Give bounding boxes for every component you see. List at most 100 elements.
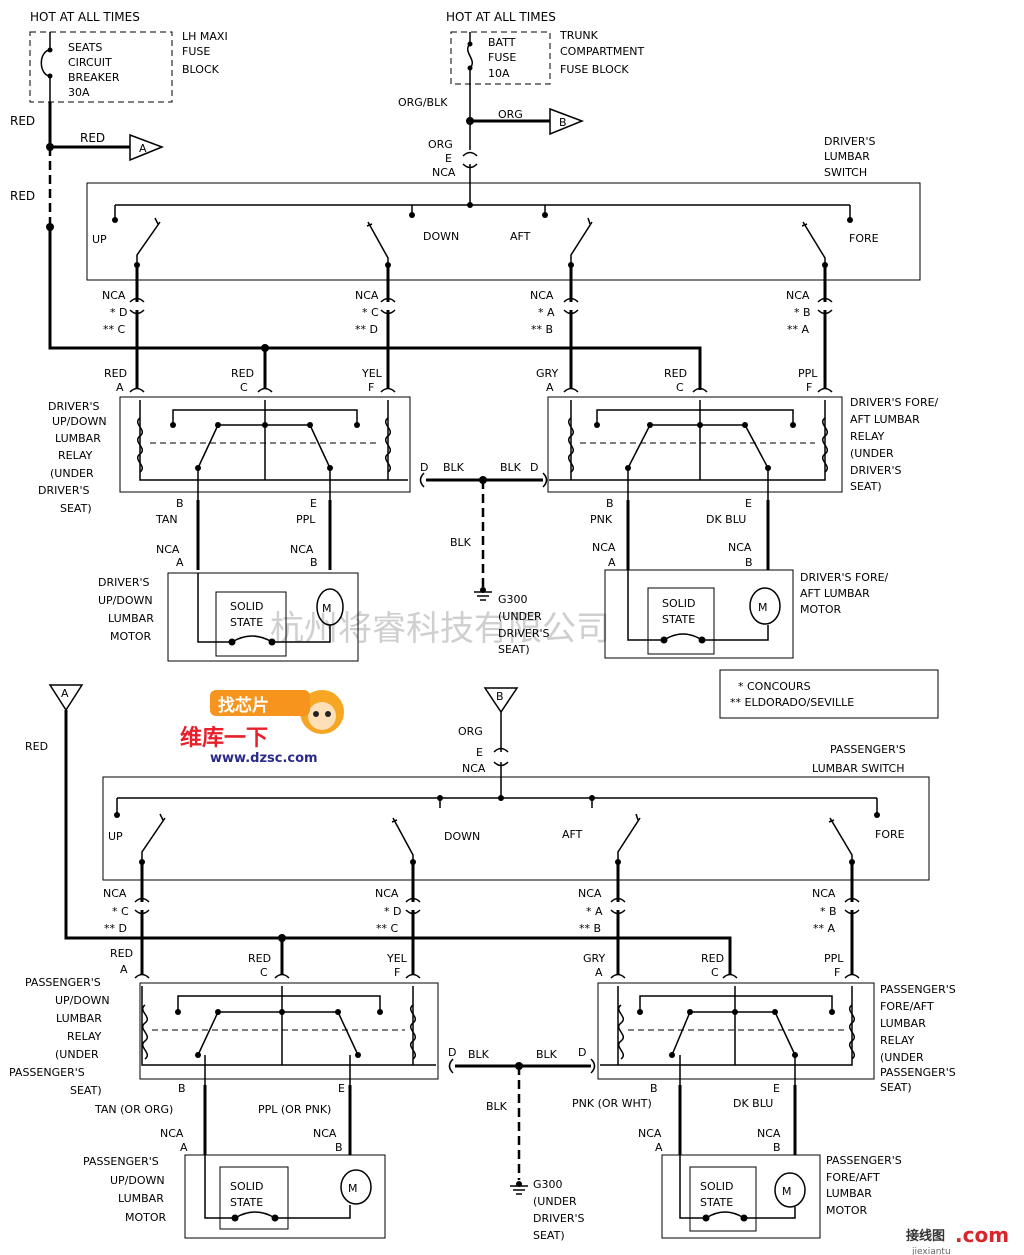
wire-color-label: PNK (OR WHT) bbox=[572, 1097, 652, 1110]
relay-label-line: SEAT) bbox=[880, 1081, 912, 1094]
connector-pin: A bbox=[546, 381, 554, 394]
switch-blade bbox=[617, 813, 641, 862]
logo-text: 找芯片 bbox=[218, 695, 269, 716]
switch-label: DRIVER'S bbox=[824, 135, 875, 148]
trunk-block-label: TRUNK bbox=[559, 29, 599, 42]
driver-foreaft-relay-box bbox=[547, 396, 843, 493]
switch-to-relay-wires bbox=[140, 862, 854, 975]
motor-label-line: MOTOR bbox=[800, 603, 842, 616]
wire-color-label: TAN (OR ORG) bbox=[94, 1103, 173, 1116]
driver-switch-pin-3: NCA * A ** B bbox=[530, 289, 555, 336]
switch-common-bus bbox=[116, 797, 878, 815]
relay-label-line: DRIVER'S FORE/ bbox=[850, 396, 939, 409]
connector-pin: B bbox=[310, 556, 318, 569]
solid-state-label: STATE bbox=[230, 1196, 263, 1209]
driver-switch-pin-1: NCA * D ** C bbox=[102, 289, 127, 336]
connector-pin: D bbox=[448, 1046, 456, 1059]
connector-symbol bbox=[134, 973, 860, 979]
connector-pin: * D bbox=[384, 905, 401, 918]
connector-pin: A bbox=[176, 556, 184, 569]
wire-color-label: ORG/BLK bbox=[398, 96, 448, 109]
breaker-line: 30A bbox=[68, 86, 90, 99]
relay-internals bbox=[137, 400, 828, 500]
passenger-updown-relay-label: PASSENGER'S UP/DOWN LUMBAR RELAY (UNDER … bbox=[9, 976, 110, 1097]
relay-to-motor-wires bbox=[196, 500, 770, 570]
switch-common-bus bbox=[114, 204, 851, 220]
relay-label-line: RELAY bbox=[67, 1030, 102, 1043]
relay-to-motor-wires bbox=[203, 1085, 797, 1155]
connector-pin: D bbox=[578, 1046, 586, 1059]
wire-color-label: BLK bbox=[450, 536, 472, 549]
wire-color-label: RED bbox=[25, 740, 48, 753]
passenger-lumbar-switch-box bbox=[102, 776, 930, 881]
passenger-updown-relay-box bbox=[139, 982, 439, 1080]
company-watermark: 杭州将睿科技有限公司 bbox=[270, 609, 610, 649]
solid-state-box bbox=[215, 591, 287, 657]
connector-pin: F bbox=[368, 381, 374, 394]
connector-label: NCA bbox=[313, 1127, 337, 1140]
switch-aft-label: AFT bbox=[562, 828, 583, 841]
switch-fore-label: FORE bbox=[875, 828, 905, 841]
switch-aft-label: AFT bbox=[510, 230, 531, 243]
connector-pin: F bbox=[806, 381, 812, 394]
solid-state-label: STATE bbox=[662, 613, 695, 626]
trunk-fuse-block-box bbox=[450, 31, 551, 85]
switch-down-label: DOWN bbox=[423, 230, 459, 243]
driver-switch-pin-4: NCA * B ** A bbox=[786, 289, 811, 336]
fuse-terminal bbox=[467, 65, 473, 71]
connector-pin: ** A bbox=[813, 922, 835, 935]
relay-label-line: RELAY bbox=[850, 430, 885, 443]
solid-state-terminal bbox=[702, 1214, 710, 1222]
lh-block-label: LH MAXI bbox=[182, 30, 228, 43]
connector-symbol bbox=[419, 472, 548, 488]
relay-label-line: LUMBAR bbox=[56, 1012, 102, 1025]
connector-pin: E bbox=[338, 1082, 345, 1095]
wire-color-label: TAN bbox=[155, 513, 178, 526]
switch-contact bbox=[589, 795, 595, 801]
switch-fore-label: FORE bbox=[849, 232, 879, 245]
ground-label: SEAT) bbox=[498, 643, 530, 656]
connector-pin: C bbox=[240, 381, 248, 394]
motor-m-label: M bbox=[782, 1185, 792, 1198]
wire-color-label: DK BLU bbox=[733, 1097, 773, 1110]
motor-label-line: UP/DOWN bbox=[110, 1174, 165, 1187]
solid-state-terminal bbox=[231, 1214, 239, 1222]
relay-label-line: DRIVER'S bbox=[38, 484, 89, 497]
relay-label-line: (UNDER bbox=[880, 1051, 924, 1064]
connector-label: NCA bbox=[728, 541, 752, 554]
flag-a-label: A bbox=[139, 142, 147, 155]
wire-color-label: ORG bbox=[428, 138, 453, 151]
connector-pin: E bbox=[773, 1082, 780, 1095]
passenger-switch-pin-2: NCA * D ** C bbox=[375, 887, 401, 935]
wire-color-label: BLK bbox=[468, 1048, 490, 1061]
ground-point bbox=[480, 587, 486, 593]
wire-color-label: RED bbox=[10, 114, 35, 128]
lh-maxi-fuse-block-box bbox=[29, 31, 173, 103]
connector-pin: E bbox=[476, 746, 483, 759]
corner-logo-com: .com bbox=[955, 1223, 1009, 1247]
connector-pin: * A bbox=[538, 306, 555, 319]
driver-updown-relay-label: DRIVER'S UP/DOWN LUMBAR RELAY (UNDER DRI… bbox=[38, 400, 107, 515]
corner-logo-url: jiexiantu bbox=[911, 1247, 951, 1255]
wire-color-label: RED bbox=[701, 952, 724, 965]
switch-to-relay-wires bbox=[135, 265, 827, 388]
solid-state-terminal bbox=[228, 638, 236, 646]
passenger-foreaft-relay-label: PASSENGER'S FORE/AFT LUMBAR RELAY (UNDER… bbox=[880, 983, 956, 1094]
wire-color-label: GRY bbox=[583, 952, 605, 965]
driver-switch-pin-2: NCA * C ** D bbox=[355, 289, 379, 336]
fuse-terminal bbox=[467, 41, 473, 47]
wire-color-label: RED bbox=[104, 367, 127, 380]
connector-pin: A bbox=[655, 1141, 663, 1154]
solid-state-box bbox=[219, 1166, 289, 1230]
ground-label: DRIVER'S bbox=[498, 627, 549, 640]
driver-foreaft-motor-label: DRIVER'S FORE/ AFT LUMBAR MOTOR bbox=[800, 571, 889, 616]
relay-label-line: PASSENGER'S bbox=[9, 1066, 85, 1079]
ground-point bbox=[516, 1181, 522, 1187]
batt-fuse-line: 10A bbox=[488, 67, 510, 80]
connector-pin: A bbox=[120, 963, 128, 976]
solid-state-box bbox=[689, 1166, 757, 1232]
switch-contact bbox=[409, 212, 415, 218]
relay-label-line: AFT LUMBAR bbox=[850, 413, 920, 426]
circuit-breaker-symbol bbox=[40, 32, 51, 102]
logo-text: 维库一下 bbox=[180, 725, 268, 751]
